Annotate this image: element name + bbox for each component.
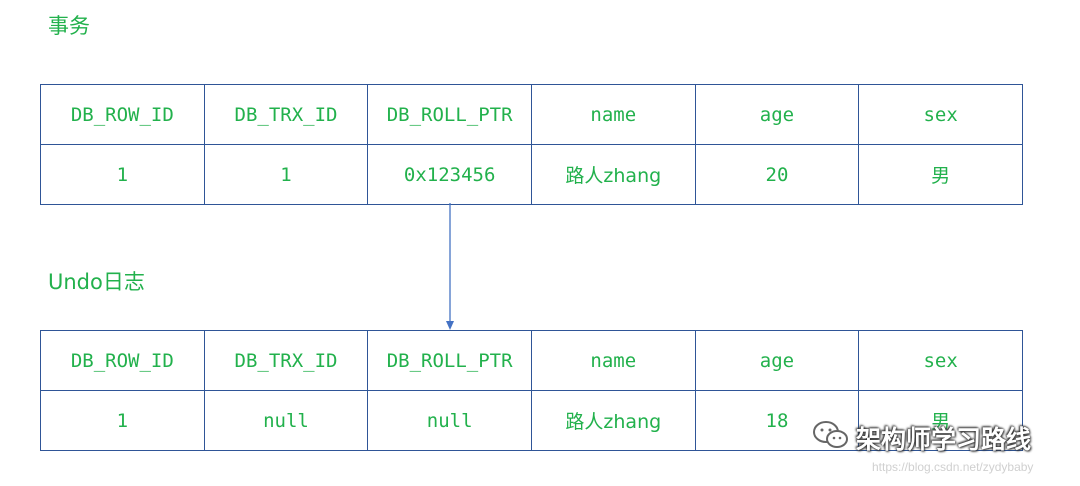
watermark-text: 架构师学习路线: [856, 425, 1032, 454]
header-cell: DB_TRX_ID: [203, 84, 369, 145]
sex-cell: 男: [858, 144, 1023, 205]
header-cell: age: [694, 84, 860, 145]
header-cell: sex: [858, 84, 1023, 145]
watermark-url: https://blog.csdn.net/zydybaby: [872, 460, 1034, 474]
data-row: 1 1 0x123456 路人zhang 20 男: [40, 144, 1023, 205]
header-cell: name: [530, 84, 696, 145]
roll-ptr-cell: null: [367, 390, 532, 451]
header-cell: DB_ROW_ID: [40, 84, 205, 145]
transaction-table: DB_ROW_ID DB_TRX_ID DB_ROLL_PTR name age…: [40, 84, 1023, 205]
header-cell: DB_TRX_ID: [203, 330, 369, 391]
header-cell: DB_ROLL_PTR: [367, 330, 532, 391]
undo-log-table: DB_ROW_ID DB_TRX_ID DB_ROLL_PTR name age…: [40, 330, 1023, 451]
header-cell: DB_ROW_ID: [40, 330, 205, 391]
header-cell: sex: [858, 330, 1023, 391]
header-cell: DB_ROLL_PTR: [367, 84, 532, 145]
header-row: DB_ROW_ID DB_TRX_ID DB_ROLL_PTR name age…: [40, 84, 1023, 145]
trx-id-cell: 1: [203, 144, 369, 205]
header-cell: age: [694, 330, 860, 391]
watermark: 架构师学习路线: [812, 420, 1031, 456]
arrow-head: [446, 321, 454, 330]
transaction-heading: 事务: [48, 14, 90, 38]
row-id-cell: 1: [40, 390, 205, 451]
name-cell: 路人zhang: [530, 144, 696, 205]
data-row: 1 null null 路人zhang 18 男: [40, 390, 1023, 451]
roll-ptr-cell: 0x123456: [367, 144, 532, 205]
header-cell: name: [530, 330, 696, 391]
age-cell: 20: [694, 144, 860, 205]
row-id-cell: 1: [40, 144, 205, 205]
name-cell: 路人zhang: [530, 390, 696, 451]
trx-id-cell: null: [203, 390, 369, 451]
undo-log-heading: Undo日志: [48, 270, 145, 294]
wechat-icon: [812, 420, 850, 456]
sex-cell: 男: [858, 390, 1023, 451]
header-row: DB_ROW_ID DB_TRX_ID DB_ROLL_PTR name age…: [40, 330, 1023, 391]
